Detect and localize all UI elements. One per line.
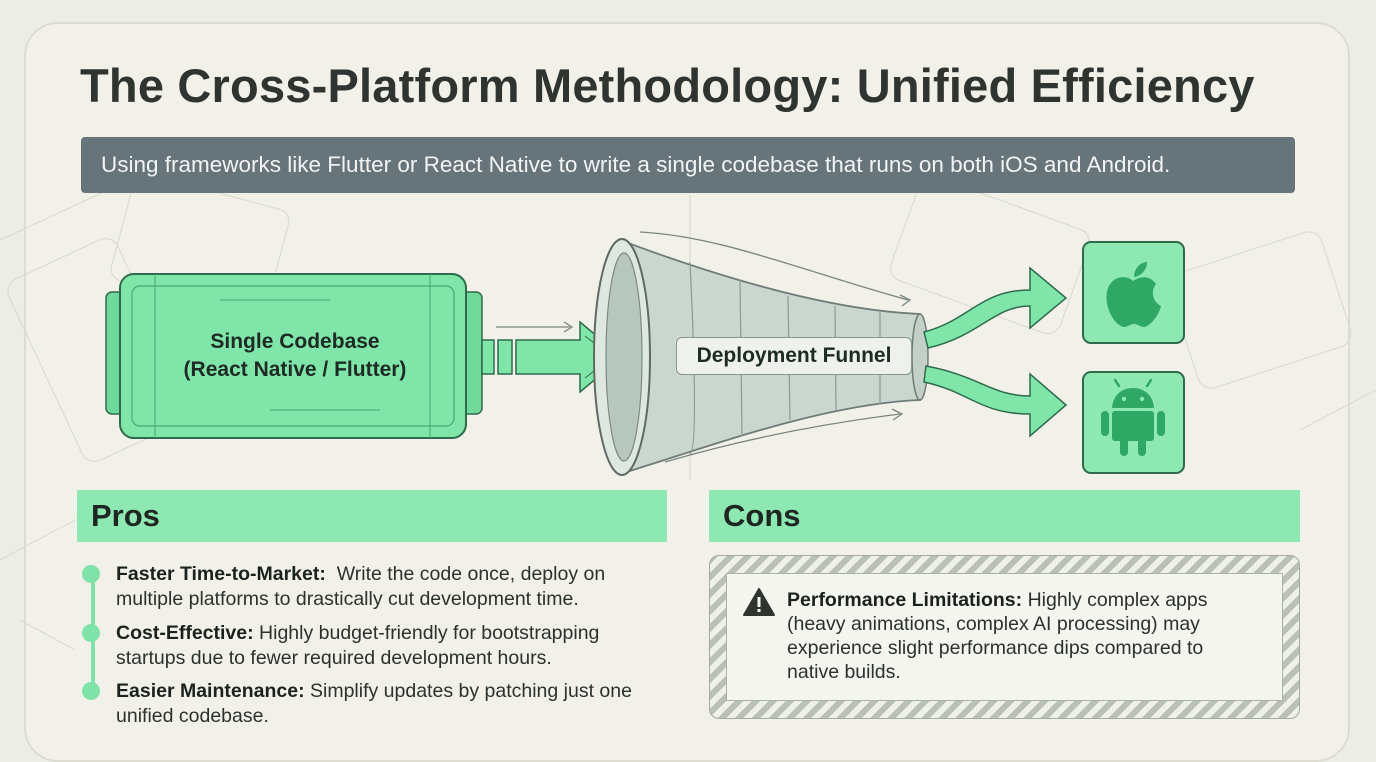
con-item-title: Performance Limitations:	[787, 589, 1023, 611]
pro-bullet-dot	[82, 624, 100, 642]
codebase-label-line2: (React Native / Flutter)	[183, 358, 407, 381]
ios-target-tile	[1082, 241, 1185, 344]
con-item-performance: Performance Limitations: Highly complex …	[787, 588, 1257, 684]
pro-item-cost-effective: Cost-Effective: Highly budget-friendly f…	[80, 621, 670, 671]
pro-item-text: Write the code once, deploy on multiple …	[116, 563, 606, 610]
pro-item-text: Highly budget-friendly for bootstrapping…	[116, 622, 600, 669]
codebase-label: Single Codebase (React Native / Flutter)	[130, 328, 460, 384]
android-icon	[1101, 378, 1165, 456]
pro-item-title: Cost-Effective:	[116, 622, 254, 644]
funnel-to-android-arrow	[923, 365, 1068, 438]
android-target-tile	[1082, 371, 1185, 474]
codebase-block	[105, 273, 483, 439]
subtitle-banner: Using frameworks like Flutter or React N…	[81, 137, 1295, 193]
cons-box	[709, 555, 1300, 719]
codebase-label-line1: Single Codebase	[210, 330, 380, 353]
pro-bullet-dot	[82, 565, 100, 583]
warning-icon	[743, 588, 775, 616]
apple-icon	[1106, 262, 1161, 327]
pros-heading: Pros	[77, 490, 667, 542]
page-title: The Cross-Platform Methodology: Unified …	[80, 59, 1255, 112]
pro-item-title: Faster Time-to-Market:	[116, 563, 326, 585]
funnel-label: Deployment Funnel	[676, 337, 912, 375]
pro-item-title: Easier Maintenance:	[116, 680, 305, 702]
funnel-to-ios-arrow	[923, 266, 1068, 349]
subtitle-text: Using frameworks like Flutter or React N…	[101, 152, 1171, 177]
pro-item-time-to-market: Faster Time-to-Market: Write the code on…	[80, 562, 670, 612]
pro-bullet-dot	[82, 682, 100, 700]
con-item-text: Highly complex apps (heavy animations, c…	[787, 589, 1208, 683]
pro-item-maintenance: Easier Maintenance: Simplify updates by …	[80, 679, 670, 729]
cons-heading: Cons	[709, 490, 1300, 542]
cons-box-inner	[726, 573, 1283, 701]
pro-item-text: Simplify updates by patching just one un…	[116, 680, 632, 727]
